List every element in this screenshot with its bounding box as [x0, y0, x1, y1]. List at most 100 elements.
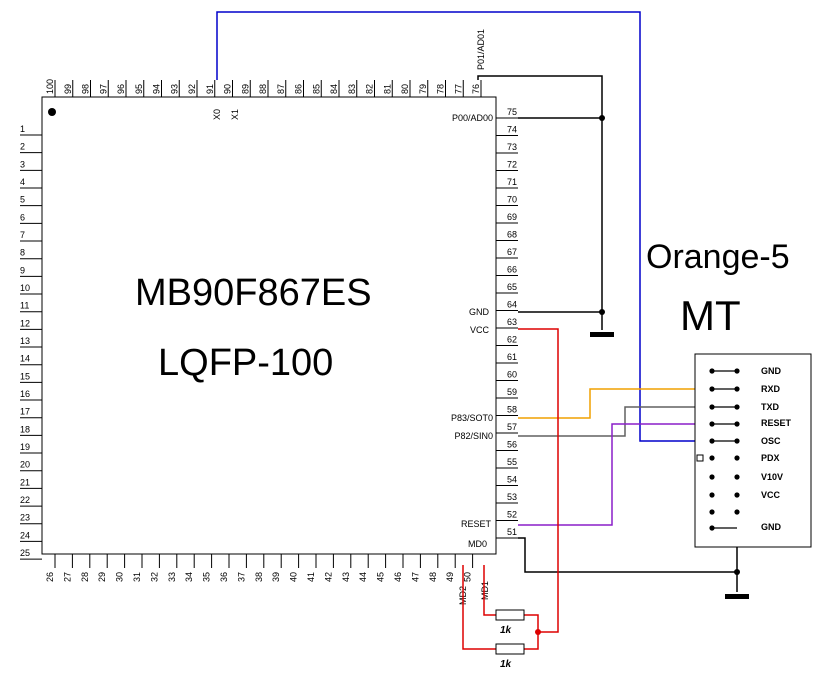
- pin-number-right: 53: [507, 492, 517, 502]
- left-pin-row: 1234567891011121314151617181920212223242…: [20, 124, 42, 560]
- signal-gnd: GND: [469, 307, 490, 317]
- pin-number-bottom: 35: [202, 572, 212, 582]
- pin-number-right: 59: [507, 387, 517, 397]
- connector-label: GND: [761, 522, 782, 532]
- vcc-net: [462, 328, 559, 650]
- pin-number-top: 77: [453, 84, 463, 94]
- pin-number-left: 8: [20, 248, 25, 258]
- wire-vcc: [518, 328, 559, 633]
- wire-osc: [216, 11, 712, 442]
- pin-number-top: 96: [116, 84, 126, 94]
- pin-number-top: 88: [258, 84, 268, 94]
- wire-txd: [518, 406, 712, 437]
- connector-label: RXD: [761, 384, 781, 394]
- pin-number-left: 15: [20, 371, 30, 381]
- pin-number-bottom: 43: [341, 572, 351, 582]
- pin-number-top: 83: [347, 84, 357, 94]
- pin-number-bottom: 49: [445, 572, 455, 582]
- pin-number-right: 69: [507, 212, 517, 222]
- connector-label: VCC: [761, 490, 781, 500]
- pin-number-right: 56: [507, 440, 517, 450]
- pin-number-right: 54: [507, 475, 517, 485]
- pin-number-left: 14: [20, 354, 30, 364]
- connector-pin: [709, 509, 715, 515]
- pin-number-top: 81: [382, 84, 392, 94]
- pin-number-left: 18: [20, 424, 30, 434]
- connector-pins: [696, 368, 740, 531]
- pin-number-right: 63: [507, 317, 517, 327]
- pin-number-left: 16: [20, 389, 30, 399]
- pin-number-left: 23: [20, 513, 30, 523]
- wire-md1-r1: [483, 565, 496, 616]
- pin-number-left: 2: [20, 142, 25, 152]
- resistor-r2: [495, 643, 525, 655]
- pin-number-left: 6: [20, 212, 25, 222]
- pin-number-top: 89: [240, 84, 250, 94]
- wire-r2-vcc: [524, 632, 539, 650]
- programmer-connector: [694, 353, 812, 548]
- pin-number-right: 51: [507, 527, 517, 537]
- pin-number-bottom: 47: [410, 572, 420, 582]
- junction-dot: [734, 569, 740, 575]
- connector-label: GND: [761, 366, 782, 376]
- connector-label: V10V: [761, 472, 783, 482]
- pin-number-left: 19: [20, 442, 30, 452]
- pin-number-right: 52: [507, 510, 517, 520]
- pin-number-right: 58: [507, 405, 517, 415]
- pin-number-top: 91: [205, 84, 215, 94]
- signal-p01: P01/AD01: [476, 29, 486, 70]
- signal-x0: X0: [212, 109, 222, 120]
- junction-dot: [599, 115, 605, 121]
- pin-number-right: 67: [507, 247, 517, 257]
- pin-number-right: 64: [507, 300, 517, 310]
- pin-number-left: 3: [20, 159, 25, 169]
- pin-number-left: 21: [20, 477, 30, 487]
- pin-number-bottom: 33: [167, 572, 177, 582]
- chip-part-number: MB90F867ES: [135, 272, 372, 314]
- pin-number-right: 74: [507, 125, 517, 135]
- connector-label: TXD: [761, 402, 780, 412]
- pin-number-top: 78: [436, 84, 446, 94]
- connector-label: RESET: [761, 418, 792, 428]
- pin-number-left: 17: [20, 407, 30, 417]
- pin-number-left: 10: [20, 283, 30, 293]
- pin-number-top: 84: [329, 84, 339, 94]
- pin-number-top: 80: [400, 84, 410, 94]
- pin-number-bottom: 31: [132, 572, 142, 582]
- wire-md2-r2: [462, 565, 496, 650]
- pin-number-top: 90: [223, 84, 233, 94]
- pin-number-top: 79: [418, 84, 428, 94]
- pin-number-top: 86: [294, 84, 304, 94]
- pin-number-bottom: 46: [393, 572, 403, 582]
- pin-number-right: 75: [507, 107, 517, 117]
- pin-number-top: 100: [45, 79, 55, 94]
- pin-number-bottom: 27: [62, 572, 72, 582]
- pin-number-top: 93: [169, 84, 179, 94]
- pin-number-left: 25: [20, 548, 30, 558]
- pin-number-right: 62: [507, 335, 517, 345]
- pin-number-right: 70: [507, 195, 517, 205]
- chip-package: LQFP-100: [158, 342, 333, 384]
- signal-x1: X1: [230, 109, 240, 120]
- pin-number-bottom: 38: [254, 572, 264, 582]
- programmer-model: MT: [680, 292, 741, 339]
- pin-number-bottom: 30: [115, 572, 125, 582]
- pin-number-right: 60: [507, 370, 517, 380]
- connector-pin: [709, 492, 715, 498]
- pin-number-left: 9: [20, 265, 25, 275]
- connector-pin: [709, 455, 715, 461]
- pin-number-right: 68: [507, 230, 517, 240]
- pin-number-left: 11: [20, 301, 29, 311]
- pin-number-bottom: 28: [80, 572, 90, 582]
- pin-number-left: 20: [20, 460, 30, 470]
- connector-pin: [734, 474, 740, 480]
- pin-number-top: 94: [152, 84, 162, 94]
- connector-label: OSC: [761, 436, 781, 446]
- ground-symbol: [725, 594, 749, 599]
- pin-number-left: 4: [20, 177, 25, 187]
- pin-number-bottom: 48: [428, 572, 438, 582]
- pin-number-bottom: 41: [306, 572, 316, 582]
